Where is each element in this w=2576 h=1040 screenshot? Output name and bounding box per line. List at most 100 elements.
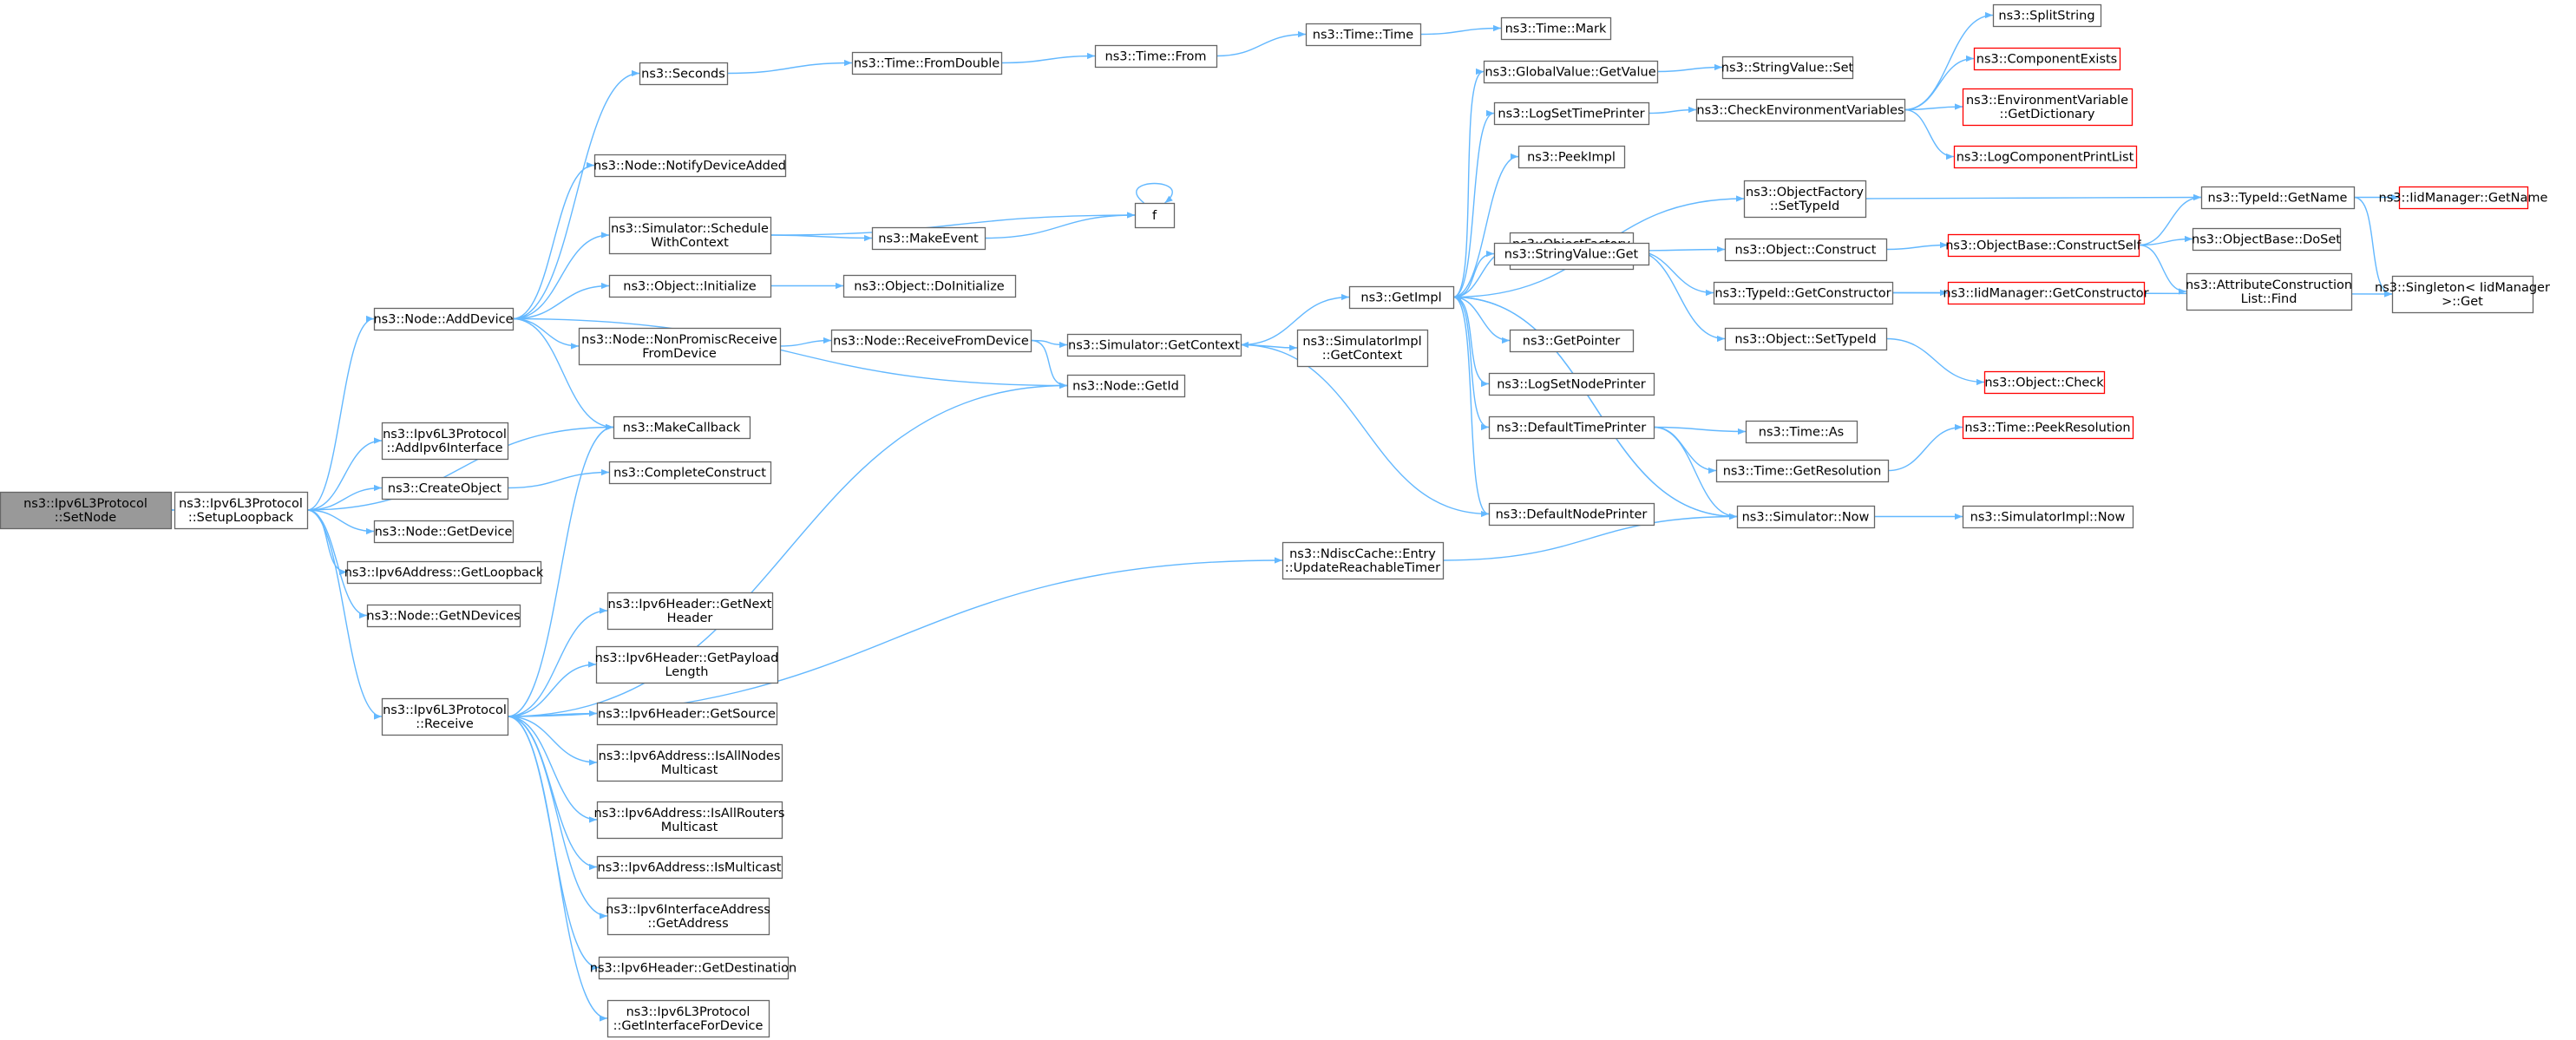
node-objconstruct[interactable]: ns3::Object::Construct [1724, 238, 1888, 262]
node-label-ismulticast-line-0: ns3::Ipv6Address::IsMulticast [598, 861, 782, 875]
edge-seconds-to-timefromdouble [726, 59, 853, 75]
node-box-notifydeviceadded [593, 154, 787, 178]
node-f[interactable]: f [1134, 202, 1176, 229]
node-box-ismulticast [596, 855, 783, 880]
node-getpointer[interactable]: ns3::GetPointer [1509, 329, 1635, 353]
node-timeas[interactable]: ns3::Time::As [1745, 420, 1858, 444]
node-box-simimplnow [1962, 505, 2134, 529]
node-label-isallroutersmc-line-1: Multicast [661, 821, 718, 834]
node-getndevices[interactable]: ns3::Node::GetNDevices [366, 604, 521, 628]
node-seconds[interactable]: ns3::Seconds [639, 62, 729, 86]
node-box-schedulewithcontext [608, 216, 772, 255]
node-getifforDevice[interactable]: ns3::Ipv6L3Protocol::GetInterfaceForDevi… [606, 999, 770, 1038]
node-label-objcheck-line-0: ns3::Object::Check [1984, 376, 2104, 390]
node-peekimpl[interactable]: ns3::PeekImpl [1517, 145, 1626, 169]
node-box-setuploopback [174, 491, 309, 530]
node-receive[interactable]: ns3::Ipv6L3Protocol::Receive [381, 697, 509, 736]
node-label-objfactorysettypeid-line-1: ::SetTypeId [1770, 199, 1839, 213]
node-box-objdoinitialize [842, 274, 1017, 298]
node-setuploopback[interactable]: ns3::Ipv6L3Protocol::SetupLoopback [174, 491, 309, 530]
node-box-getsource [596, 702, 778, 726]
node-envgetdict[interactable]: ns3::EnvironmentVariable::GetDictionary [1962, 88, 2134, 127]
node-objinitialize[interactable]: ns3::Object::Initialize [608, 274, 772, 298]
node-timegetresolution[interactable]: ns3::Time::GetResolution [1715, 459, 1890, 483]
node-splitstring[interactable]: ns3::SplitString [1992, 3, 2102, 28]
node-label-updatereachable-line-0: ns3::NdiscCache::Entry [1289, 547, 1436, 561]
node-getloopback[interactable]: ns3::Ipv6Address::GetLoopback [344, 560, 544, 585]
node-box-getnextheader [606, 592, 774, 631]
node-createobject[interactable]: ns3::CreateObject [381, 476, 509, 500]
edge-globalvalueget-to-stringvalueset [1656, 63, 1723, 73]
edge-objconstruct-to-objbaseconstructself [1885, 241, 1949, 251]
node-addipv6if[interactable]: ns3::Ipv6L3Protocol::AddIpv6Interface [381, 422, 509, 461]
node-timefromdouble[interactable]: ns3::Time::FromDouble [851, 51, 1003, 75]
node-simimplnow[interactable]: ns3::SimulatorImpl::Now [1962, 505, 2134, 529]
node-label-getpayloadlength-line-0: ns3::Ipv6Header::GetPayload [595, 651, 779, 665]
node-updatereachable[interactable]: ns3::NdiscCache::Entry::UpdateReachableT… [1281, 541, 1445, 580]
node-getdestination[interactable]: ns3::Ipv6Header::GetDestination [590, 956, 796, 980]
edge-setuploopback-to-createobject [306, 484, 383, 511]
node-simgetcontext[interactable]: ns3::Simulator::GetContext [1066, 333, 1242, 357]
node-setnode[interactable]: ns3::Ipv6L3Protocol::SetNode [0, 491, 173, 530]
node-globalvalueget[interactable]: ns3::GlobalValue::GetValue [1483, 60, 1659, 84]
node-objbaseconstructself[interactable]: ns3::ObjectBase::ConstructSelf [1945, 233, 2142, 258]
node-label-peekimpl-line-0: ns3::PeekImpl [1527, 151, 1616, 165]
node-label-timetime-line-0: ns3::Time::Time [1313, 29, 1414, 43]
node-label-getimpl-line-0: ns3::GetImpl [1360, 291, 1441, 305]
node-timefrom[interactable]: ns3::Time::From [1094, 44, 1218, 69]
edge-getimpl-to-peekimpl [1452, 153, 1519, 298]
node-getdevice[interactable]: ns3::Node::GetDevice [373, 520, 515, 544]
node-receivefromdevice[interactable]: ns3::Node::ReceiveFromDevice [830, 329, 1032, 353]
node-defaulttimeprinter[interactable]: ns3::DefaultTimePrinter [1488, 415, 1655, 440]
node-objbasedoset[interactable]: ns3::ObjectBase::DoSet [2192, 227, 2341, 252]
node-checkenv[interactable]: ns3::CheckEnvironmentVariables [1695, 98, 1906, 122]
node-objsettypeid[interactable]: ns3::Object::SetTypeId [1724, 327, 1888, 351]
node-simnow[interactable]: ns3::Simulator::Now [1736, 505, 1876, 529]
node-iidgetconstructor[interactable]: ns3::IidManager::GetConstructor [1943, 281, 2149, 305]
node-box-logsetnodeprinter [1488, 372, 1655, 396]
node-label-schedulewithcontext-line-1: WithContext [651, 236, 729, 250]
node-typeidgetconstructor[interactable]: ns3::TypeId::GetConstructor [1713, 281, 1894, 305]
node-timepeekres[interactable]: ns3::Time::PeekResolution [1962, 415, 2134, 440]
node-makecallback[interactable]: ns3::MakeCallback [613, 415, 751, 440]
node-objfactorysettypeid[interactable]: ns3::ObjectFactory::SetTypeId [1743, 180, 1867, 219]
node-logsettimeprinter[interactable]: ns3::LogSetTimePrinter [1493, 101, 1650, 126]
node-logcomplist[interactable]: ns3::LogComponentPrintList [1953, 145, 2138, 169]
node-getsource[interactable]: ns3::Ipv6Header::GetSource [596, 702, 778, 726]
node-nodegetid[interactable]: ns3::Node::GetId [1066, 374, 1186, 398]
node-completeconstruct[interactable]: ns3::CompleteConstruct [608, 461, 772, 485]
node-iidgetname[interactable]: ns3::IidManager::GetName [2379, 186, 2548, 210]
node-timetime[interactable]: ns3::Time::Time [1305, 23, 1422, 47]
node-ismulticast[interactable]: ns3::Ipv6Address::IsMulticast [596, 855, 783, 880]
node-timemark[interactable]: ns3::Time::Mark [1500, 16, 1612, 41]
node-componentexists[interactable]: ns3::ComponentExists [1973, 47, 2121, 71]
node-stringvalueget[interactable]: ns3::StringValue::Get [1493, 242, 1650, 266]
node-label-simimplgetcontext-line-0: ns3::SimulatorImpl [1302, 335, 1421, 349]
node-label-simnow-line-0: ns3::Simulator::Now [1742, 511, 1870, 525]
node-adddevice[interactable]: ns3::Node::AddDevice [373, 307, 515, 331]
node-getimpl[interactable]: ns3::GetImpl [1348, 285, 1455, 310]
node-label-isallroutersmc-line-0: ns3::Ipv6Address::IsAllRouters [594, 807, 785, 821]
node-stringvalueset[interactable]: ns3::StringValue::Set [1721, 56, 1854, 80]
node-box-logsettimeprinter [1493, 101, 1650, 126]
node-simimplgetcontext[interactable]: ns3::SimulatorImpl::GetContext [1296, 329, 1429, 368]
node-defaultnodeprinter[interactable]: ns3::DefaultNodePrinter [1488, 502, 1655, 527]
node-typeidgetname[interactable]: ns3::TypeId::GetName [2200, 186, 2356, 210]
edge-createobject-to-completeconstruct [507, 468, 610, 489]
node-notifydeviceadded[interactable]: ns3::Node::NotifyDeviceAdded [593, 154, 787, 178]
node-objdoinitialize[interactable]: ns3::Object::DoInitialize [842, 274, 1017, 298]
node-ifaddrgetaddress[interactable]: ns3::Ipv6InterfaceAddress::GetAddress [606, 897, 770, 936]
node-objcheck[interactable]: ns3::Object::Check [1983, 370, 2106, 395]
node-label-globalvalueget-line-0: ns3::GlobalValue::GetValue [1485, 66, 1655, 80]
node-label-getnextheader-line-1: Header [667, 612, 713, 625]
node-makeevent[interactable]: ns3::MakeEvent [871, 226, 986, 251]
node-singletonget[interactable]: ns3::Singleton< IidManager >::Get [2375, 275, 2550, 314]
node-logsetnodeprinter[interactable]: ns3::LogSetNodePrinter [1488, 372, 1655, 396]
